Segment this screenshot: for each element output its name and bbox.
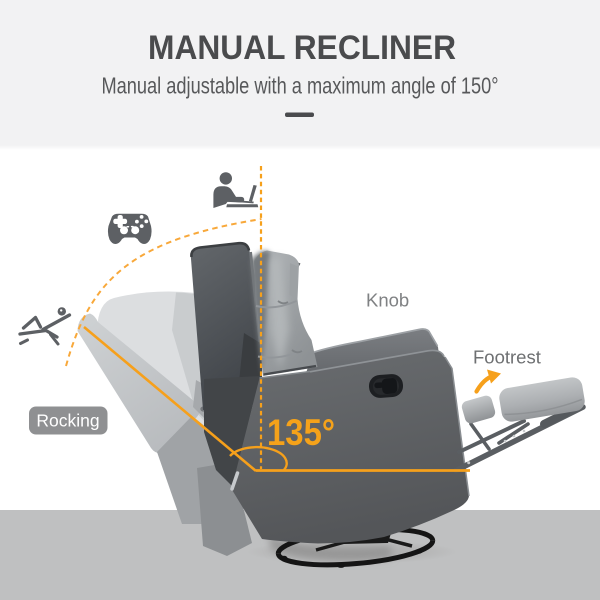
svg-text:Footrest: Footrest [473,347,541,368]
svg-text:Manual adjustable with a maxim: Manual adjustable with a maximum angle o… [102,73,499,99]
svg-text:135°: 135° [267,412,335,453]
svg-text:MANUAL RECLINER: MANUAL RECLINER [148,29,456,67]
svg-text:Rocking: Rocking [36,411,99,431]
svg-text:Knob: Knob [366,290,409,311]
